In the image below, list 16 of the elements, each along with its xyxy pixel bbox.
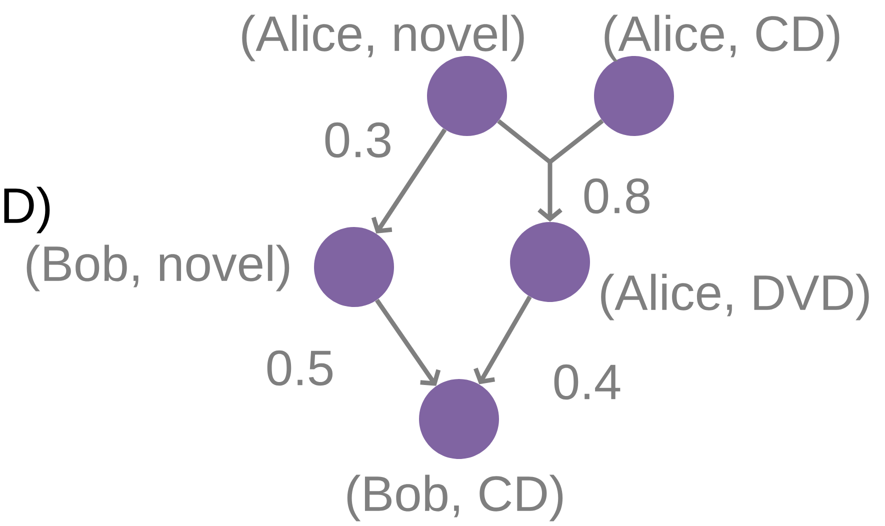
arrow — [538, 162, 562, 222]
edge-label: 0.8 — [581, 177, 653, 215]
node-label: (Alice, novel) — [242, 14, 524, 62]
edge-label: 0.3 — [322, 121, 394, 159]
edge-label: 0.5 — [264, 349, 336, 387]
node-label: (Bob, novel) — [26, 244, 290, 292]
node-label: (Bob, CD) — [347, 474, 563, 522]
node-label: (Alice, DVD) — [601, 274, 869, 320]
line — [497, 119, 552, 164]
line — [548, 119, 604, 164]
edge-label: 0.4 — [551, 363, 623, 401]
text-fragment: D) — [4, 186, 50, 234]
arrow — [371, 128, 447, 234]
node-label: (Alice, CD) — [604, 14, 840, 62]
arrow — [375, 298, 441, 386]
arrow — [474, 296, 532, 384]
